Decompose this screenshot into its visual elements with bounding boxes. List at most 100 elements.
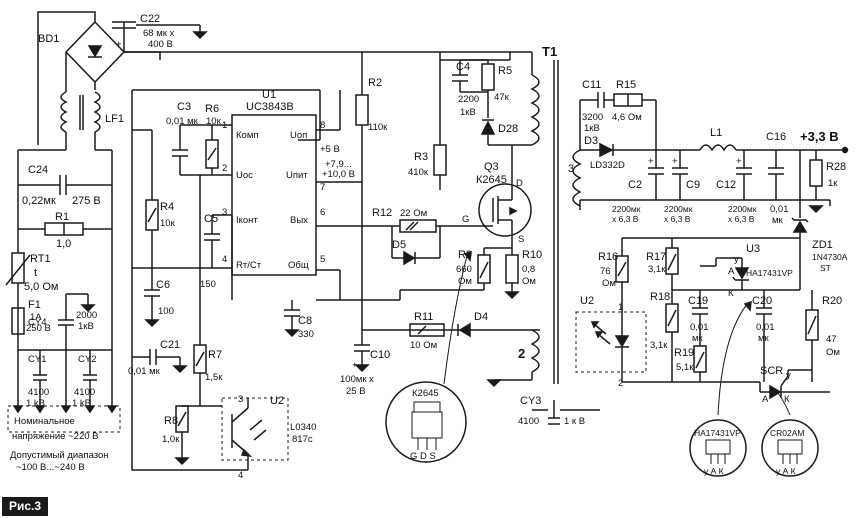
resistor-r2: R2 110к [355,77,388,133]
transformer-t1: T1 2 3 [518,44,582,384]
r11-value: 10 Ом [410,340,437,351]
diode-d28: D28 [480,119,518,135]
capacitor-c16: C16 0,01 мк [766,131,789,226]
cy1-value: 4100 [28,387,49,398]
resistor-r8: R8 1,0к [162,405,189,445]
package-ha17431vp-inset: HA17431VP у А К [689,419,747,477]
r7-value: 1,5к [205,372,223,383]
c12-rating: х 6,3 В [728,214,755,224]
u2b-ref: U2 [580,295,594,307]
resistor-r15: R15 4,6 Ом [612,79,643,123]
pkg-pins: G D S [410,451,436,462]
c16-value: 0,01 [770,204,789,215]
capacitor-c2: C2 2200мк х 6,3 В + [612,156,664,224]
scr-ref: SCR [760,365,783,377]
u1-range: +7,9... [325,159,352,170]
u1-n5: 5 [320,254,325,265]
r7-ref: R7 [208,349,222,361]
cy1-ref: CY1 [28,354,46,365]
u1-pin-rt: Rт/Ст [236,260,262,271]
u3-part: HA17431VP [746,268,793,278]
u2-p4: 4 [238,470,243,481]
u2b-p1: 1 [618,302,623,313]
r18-value: 3,1к [650,340,668,351]
c8-value: 330 [298,329,314,340]
c2-value: 2200мк [612,204,641,214]
bd1-label: BD1 [38,33,59,45]
l1-label: L1 [710,127,722,139]
output-voltage: +3,3 В [800,129,839,144]
r10-value: 0,8 [522,264,535,275]
plus-sign: + [736,156,742,167]
r6-ref: R6 [205,103,219,115]
r9-unit: Ом [458,276,472,287]
c4-rating: 1кВ [460,107,476,118]
q3-part: К2645 [476,174,507,186]
c9-ref: C9 [686,179,700,191]
ic-u1: U1 UC3843B Комп Uос Iконт Rт/Ст Uоп Uпит… [222,89,355,276]
optocoupler-u2-transistor: U2 L0340 817c 3 4 [221,394,316,481]
cy2-value: 4100 [74,387,95,398]
u1-pin-komp: Комп [236,130,259,141]
u3-a: А [728,266,735,277]
r20-ref: R20 [822,295,842,307]
scr-a: А [762,394,769,405]
r19-ref: R19 [674,347,694,359]
r8-value: 1,0к [162,434,180,445]
c22-ref: C22 [140,13,160,25]
capacitor-c4: C4 2200 1кВ [452,61,479,118]
thyristor-scr: SCR у К А [760,365,791,405]
resistor-r18: R18 3,1к [650,291,679,351]
u1-pin-uop: Uоп [290,130,307,141]
r3-ref: R3 [414,151,428,163]
c19-unit: мк [692,333,704,344]
u1-pin-ikont: Iконт [236,215,258,226]
r1-value: 1,0 [56,238,71,250]
resistor-r11: R11 10 Ом [409,311,445,351]
figure-caption: Рис.3 [2,497,48,516]
c11-value: 3200 [582,112,603,123]
package-k2645-inset: К2645 G D S [385,381,467,463]
r28-ref: R28 [826,161,846,173]
c3-value: 0,01 мк [166,116,199,127]
c9-value: 2200мк [664,204,693,214]
u2-part: L0340 [290,422,316,433]
resistor-r17: R17 3,1к [646,247,679,275]
inductor-l1: L1 [699,127,737,152]
q3-d: D [516,178,523,189]
r6-value: 10к [206,116,222,127]
c10-value: 100мк х [340,374,374,385]
c6-value: 100 [158,306,174,317]
u1-pin-obsh: Общ [288,260,309,271]
resistor-r7: R7 1,5к [193,344,223,383]
resistor-r28: R28 1к [809,159,846,189]
resistor-r1: R1 1,0 [18,211,112,250]
resistor-r6: R6 10к [205,103,222,169]
rt1-t: t [34,267,37,279]
c12-ref: C12 [716,179,736,191]
note-nominal: Номинальное [14,416,75,427]
c10-rating: 25 В [346,386,366,397]
c24-rating: 275 В [72,195,101,207]
u1-pin-uoc: Uос [236,170,253,181]
pkg2-pins: у А К [704,466,724,476]
capacitor-c3: C3 0,01 мк [166,101,199,157]
mains-terminal-box [7,405,121,433]
c16-unit: мк [772,215,784,226]
plus-sign: + [352,360,358,371]
capacitor-c22: C22 68 мк х 400 В + [112,13,200,50]
r12-value: 22 Ом [400,208,427,219]
capacitor-c11: C11 3200 1кВ [582,79,605,134]
u1-pin-upit: Uпит [286,170,308,181]
capacitor-c8: C8 330 [284,309,314,340]
d3-ref: D3 [584,135,598,147]
zd1-part: 1N4730A [812,252,848,262]
r2-ref: R2 [368,77,382,89]
note-nominal2: напряжение ~220 В [12,431,98,442]
r5-value: 47к [494,92,510,103]
u2b-p2: 2 [618,378,623,389]
d4-label: D4 [474,311,488,323]
c10-ref: C10 [370,349,390,361]
r28-value: 1к [828,178,838,189]
resistor-r16: R16 76 Ом [598,251,629,289]
